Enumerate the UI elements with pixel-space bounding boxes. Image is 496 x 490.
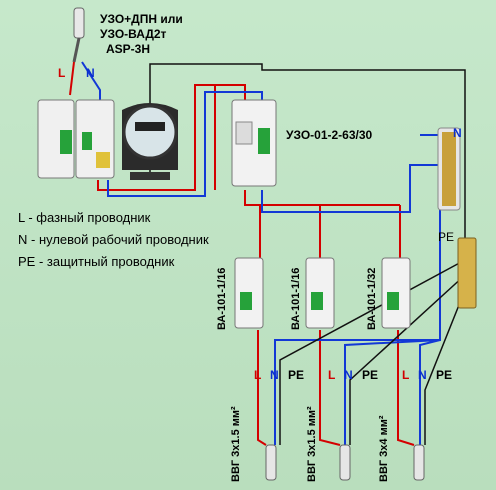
breaker-2-n: N (344, 368, 353, 382)
cable-2-label: ВВГ 3х1.5 мм² (306, 406, 318, 482)
breaker-1-l: L (254, 368, 262, 382)
n-bus-label: N (453, 126, 462, 140)
breaker-2-pe: PE (362, 368, 379, 382)
energy-meter (122, 103, 178, 180)
breaker-2-l: L (328, 368, 336, 382)
breaker-3-pe: PE (436, 368, 453, 382)
output-cables (265, 444, 425, 481)
rcd-main-label: УЗО-01-2-63/30 (286, 128, 373, 142)
rcd-left (37, 99, 115, 179)
pe-bus-label: PE (438, 230, 455, 244)
breaker-3-l: L (402, 368, 410, 382)
top-label-line2: УЗО-ВАД2т (100, 27, 167, 41)
breaker-3-name: ВА-101-1/32 (366, 267, 378, 330)
breaker-1-pe: PE (288, 368, 305, 382)
phase-wires (69, 61, 415, 446)
breaker-3-n: N (418, 368, 427, 382)
legend-pe: PE - защитный проводник (18, 254, 175, 269)
rcd-main (231, 99, 277, 187)
legend-neutral: N - нулевой рабочий проводник (18, 232, 209, 247)
cable-3-label: ВВГ 3х4 мм² (378, 415, 390, 482)
n-bus (437, 127, 461, 211)
neutral-wires (81, 61, 441, 445)
breaker-3 (381, 257, 411, 329)
pe-wires (149, 63, 466, 445)
breaker-2-name: ВА-101-1/16 (290, 267, 302, 330)
breaker-1-name: ВА-101-1/16 (216, 267, 228, 330)
breaker-1 (234, 257, 264, 329)
top-label-line3: ASP-3H (106, 42, 151, 56)
breaker-1-n: N (270, 368, 279, 382)
top-label-line1: УЗО+ДПН или (100, 12, 183, 26)
legend-phase: L - фазный проводник (18, 210, 151, 225)
input-cable (72, 7, 85, 63)
breaker-2 (305, 257, 335, 329)
input-l-marker: L (58, 66, 66, 80)
input-n-marker: N (86, 66, 95, 80)
pe-bus (457, 237, 477, 309)
cable-1-label: ВВГ 3х1.5 мм² (230, 406, 242, 482)
